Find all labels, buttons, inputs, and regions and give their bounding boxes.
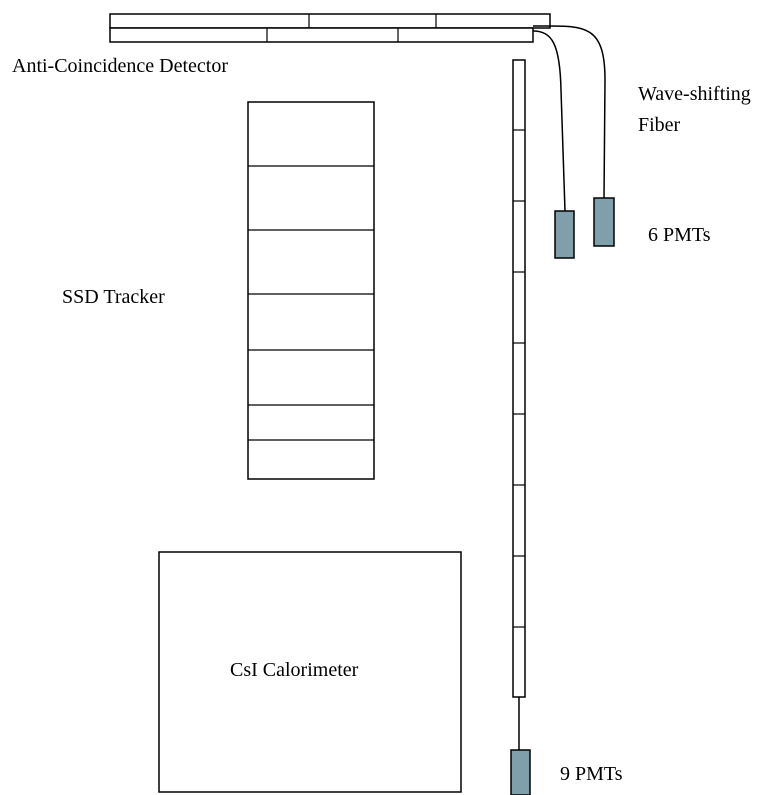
calorimeter-label: CsI Calorimeter xyxy=(230,659,359,681)
fiber-label-line1: Wave-shifting xyxy=(638,83,751,105)
pmt-bottom xyxy=(510,749,531,795)
acd-upper-row xyxy=(109,13,551,29)
acd-side-strip xyxy=(512,59,526,698)
fiber-outer xyxy=(532,25,606,199)
fiber-inner xyxy=(532,30,566,212)
ssd-tracker xyxy=(247,101,375,480)
pmt-top-1 xyxy=(554,210,575,259)
acd-side-panel xyxy=(512,59,526,750)
acd-lower-row xyxy=(109,27,534,43)
acd-top-panels xyxy=(109,13,551,43)
tracker-label: SSD Tracker xyxy=(62,286,165,308)
acd-label: Anti-Coincidence Detector xyxy=(12,55,228,77)
tracker-frame xyxy=(247,101,375,480)
wave-shifting-fibers xyxy=(532,25,606,212)
fiber-label-line2: Fiber xyxy=(638,114,681,136)
pmts-top-label: 6 PMTs xyxy=(648,224,711,246)
pmt-top-2 xyxy=(593,197,615,247)
top-pmts xyxy=(554,197,615,259)
pmts-bottom-label: 9 PMTs xyxy=(560,763,623,785)
calorimeter-box xyxy=(158,551,462,793)
